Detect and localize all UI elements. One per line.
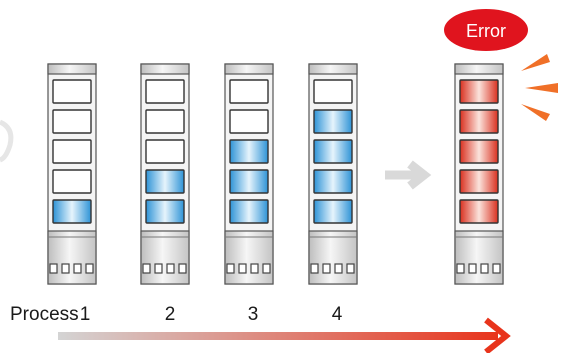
stack-unit-1: [47, 63, 97, 285]
port-icon: [310, 263, 319, 274]
slot-filled: [229, 139, 269, 164]
port-icon: [468, 263, 477, 274]
port-icon: [61, 263, 70, 274]
step-numbers: 1 2 3 4: [80, 304, 343, 325]
slot-filled: [52, 199, 92, 224]
stack-unit-3: [224, 63, 274, 285]
port-icon: [334, 263, 343, 274]
slot-empty: [52, 169, 92, 194]
stack-unit-error: [454, 63, 504, 285]
port-icon: [226, 263, 235, 274]
unit-base: [140, 230, 190, 285]
slot-filled: [313, 139, 353, 164]
stack-unit-2: [140, 63, 190, 285]
slot-filled: [313, 169, 353, 194]
port-icon: [492, 263, 501, 274]
port-icon: [73, 263, 82, 274]
step-number-4: 4: [332, 304, 343, 325]
port-icon: [346, 263, 355, 274]
step-number-2: 2: [165, 304, 176, 325]
slot-empty: [145, 139, 185, 164]
port-icon: [178, 263, 187, 274]
port-icon: [322, 263, 331, 274]
slot-filled: [459, 139, 499, 164]
slot-filled: [313, 199, 353, 224]
port-icon: [250, 263, 259, 274]
slot-empty: [145, 79, 185, 104]
slot-empty: [52, 79, 92, 104]
unit-cap: [47, 63, 97, 75]
alarm-rays-icon: [521, 54, 558, 121]
unit-cap: [308, 63, 358, 75]
unit-cap: [140, 63, 190, 75]
slot-filled: [313, 109, 353, 134]
step-number-3: 3: [248, 304, 259, 325]
unit-base: [224, 230, 274, 285]
port-icon: [480, 263, 489, 274]
slot-filled: [459, 199, 499, 224]
slot-filled: [459, 109, 499, 134]
slot-filled: [459, 169, 499, 194]
slot-empty: [52, 109, 92, 134]
slot-filled: [459, 79, 499, 104]
unit-base: [47, 230, 97, 285]
port-icon: [49, 263, 58, 274]
progress-arrow: [58, 317, 511, 353]
port-icon: [142, 263, 151, 274]
port-icon: [262, 263, 271, 274]
slot-empty: [313, 79, 353, 104]
unit-cap: [454, 63, 504, 75]
slot-empty: [145, 109, 185, 134]
slot-filled: [229, 169, 269, 194]
transition-arrow: [385, 160, 432, 190]
error-badge: Error: [444, 9, 528, 51]
port-icon: [166, 263, 175, 274]
stack-units: [47, 63, 504, 285]
slot-empty: [52, 139, 92, 164]
slot-empty: [229, 79, 269, 104]
unit-cap: [224, 63, 274, 75]
port-icon: [154, 263, 163, 274]
error-label: Error: [466, 21, 506, 41]
port-icon: [85, 263, 94, 274]
slot-empty: [229, 109, 269, 134]
unit-base: [308, 230, 358, 285]
unit-base: [454, 230, 504, 285]
edge-fragment: [0, 119, 14, 163]
stack-unit-4: [308, 63, 358, 285]
process-label: Process: [10, 304, 79, 325]
port-icon: [456, 263, 465, 274]
slot-filled: [145, 169, 185, 194]
slot-filled: [145, 199, 185, 224]
port-icon: [238, 263, 247, 274]
step-number-1: 1: [80, 304, 91, 325]
slot-filled: [229, 199, 269, 224]
